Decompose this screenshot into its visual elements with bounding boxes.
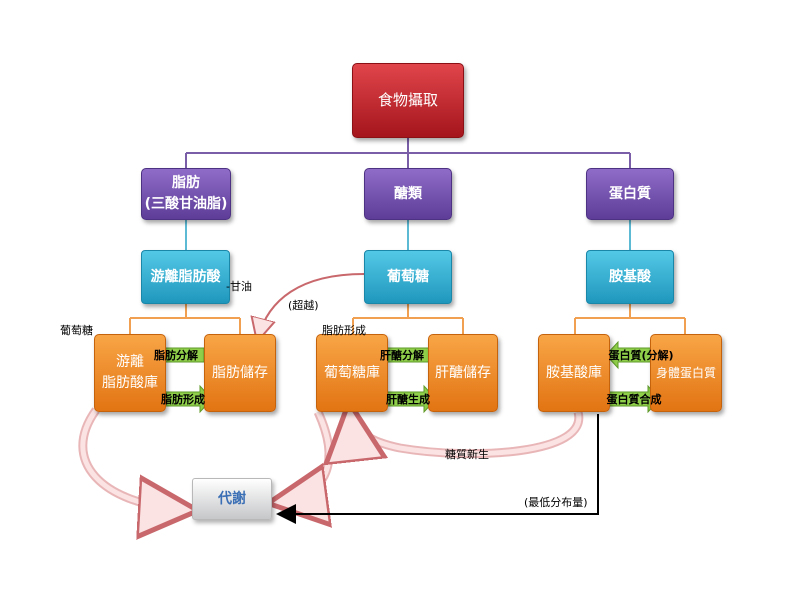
metabolism-label: 代謝 <box>218 490 246 507</box>
body-protein-label: 身體蛋白質 <box>655 366 716 380</box>
protein-node: 蛋白質 <box>586 168 674 220</box>
lipogenesis-arrow-label: 脂肪形成 <box>161 393 205 406</box>
protein-label: 蛋白質 <box>609 185 651 202</box>
fat-storage-node: 脂肪儲存 <box>204 334 276 412</box>
amino-acid-pool-label: 胺基酸庫 <box>546 364 602 381</box>
glucose-pool-node: 葡萄糖庫 <box>316 334 388 412</box>
ffa-pool-label-line2: 脂肪酸庫 <box>102 375 158 391</box>
glycerol-label: -甘油 <box>226 280 252 293</box>
amino-acid-label: 胺基酸 <box>609 268 651 285</box>
free-fatty-acid-node: 游離脂肪酸 <box>141 250 230 304</box>
glucose-node: 葡萄糖 <box>364 250 452 304</box>
protein-synthesis-arrow-label: 蛋白質合成 <box>606 393 662 406</box>
excess-label: (超越) <box>288 299 319 312</box>
ffa-pool-node: 游離 脂肪酸庫 <box>94 334 166 412</box>
food-intake-node: 食物攝取 <box>352 63 464 138</box>
carbs-label: 醣類 <box>394 185 422 202</box>
metabolism-curves <box>78 410 584 510</box>
fat-storage-label: 脂肪儲存 <box>212 364 268 381</box>
glucose-side-label: 葡萄糖 <box>60 324 93 337</box>
tree-connectors-purple <box>185 138 631 168</box>
fat-node: 脂肪 (三酸甘油脂) <box>141 168 231 220</box>
fat-sublabel: (三酸甘油脂) <box>144 196 228 212</box>
protein-breakdown-arrow-label: 蛋白質(分解) <box>608 349 674 362</box>
lipolysis-arrow-label: 脂肪分解 <box>154 349 198 362</box>
ffa-pool-label-line1: 游離 <box>116 354 144 370</box>
glycogenesis-arrow-label: 肝醣生成 <box>386 393 430 406</box>
glycogen-storage-node: 肝醣儲存 <box>428 334 498 412</box>
amino-acid-pool-node: 胺基酸庫 <box>538 334 610 412</box>
fat-formation-label: 脂肪形成 <box>322 324 366 337</box>
fat-label: 脂肪 <box>172 175 200 191</box>
glucose-label: 葡萄糖 <box>387 268 429 285</box>
metabolism-node: 代謝 <box>192 478 272 520</box>
min-distribution-arrow <box>276 414 599 524</box>
glycogenolysis-arrow-label: 肝醣分解 <box>380 349 424 362</box>
tree-connectors-orange <box>129 304 686 334</box>
carbs-node: 醣類 <box>364 168 452 220</box>
gluconeogenesis-label: 糖質新生 <box>445 448 489 461</box>
body-protein-node: 身體蛋白質 <box>650 334 722 412</box>
glucose-pool-label: 葡萄糖庫 <box>324 364 380 381</box>
free-fatty-acid-label: 游離脂肪酸 <box>150 268 221 285</box>
amino-acid-node: 胺基酸 <box>586 250 674 304</box>
food-intake-label: 食物攝取 <box>377 91 438 110</box>
green-arrows <box>147 340 661 414</box>
glycogen-storage-label: 肝醣儲存 <box>435 364 491 381</box>
excess-curve <box>258 273 365 338</box>
tree-connectors-cyan <box>185 220 631 250</box>
min-distribution-label: (最低分布量) <box>524 496 588 509</box>
